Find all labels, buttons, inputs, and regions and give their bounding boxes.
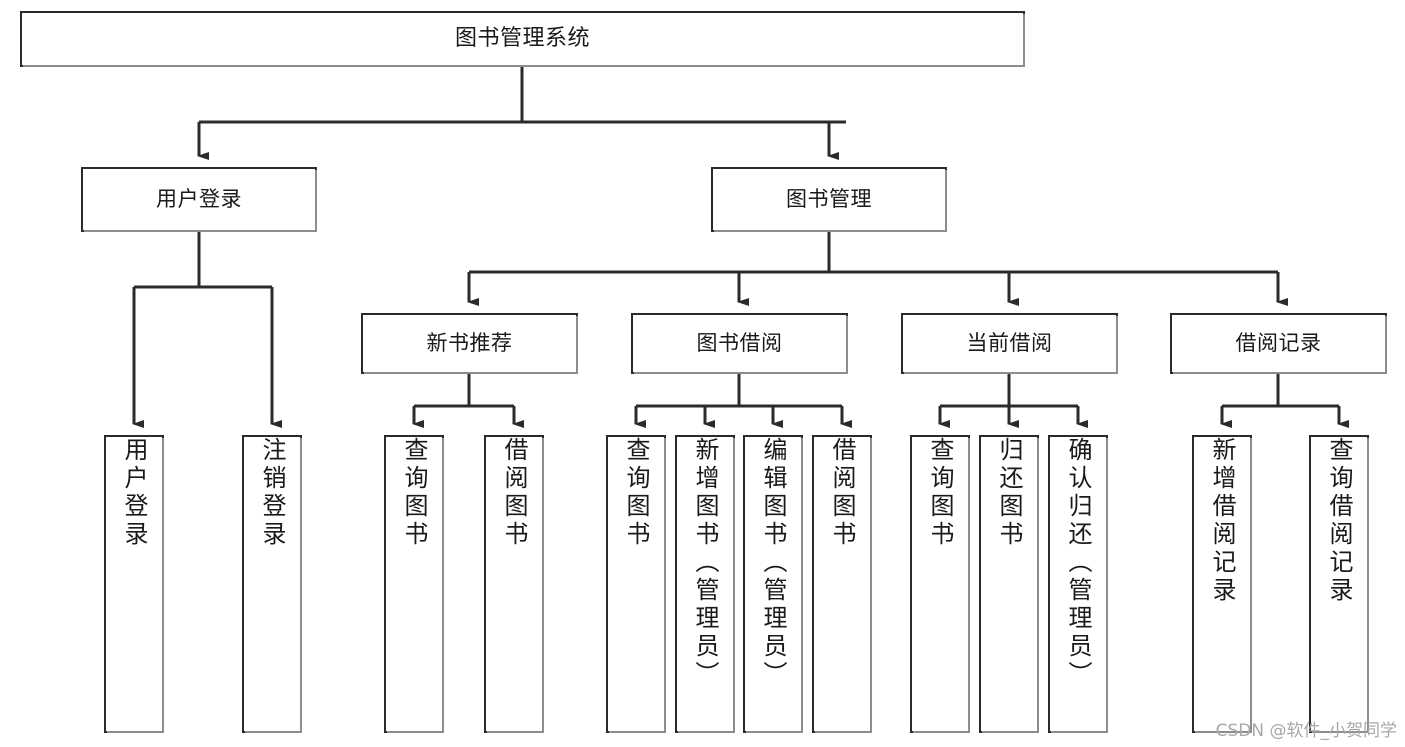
leaf-new-book-borrow[interactable]: 借阅图书 bbox=[484, 435, 544, 733]
node-book-borrow[interactable]: 图书借阅 bbox=[631, 313, 848, 374]
leaf-current-borrow-return[interactable]: 归还图书 bbox=[979, 435, 1039, 733]
node-label: 用户登录 bbox=[156, 186, 242, 211]
node-label: 确认归还（管理员） bbox=[1064, 437, 1092, 689]
node-label: 查询图书 bbox=[400, 437, 428, 549]
node-user-login[interactable]: 用户登录 bbox=[81, 167, 317, 232]
node-label: 查询图书 bbox=[622, 437, 650, 549]
node-label: 编辑图书（管理员） bbox=[759, 437, 787, 689]
node-label: 用户登录 bbox=[120, 437, 148, 549]
node-current-borrow[interactable]: 当前借阅 bbox=[901, 313, 1118, 374]
leaf-current-borrow-query[interactable]: 查询图书 bbox=[910, 435, 970, 733]
node-root-system[interactable]: 图书管理系统 bbox=[20, 11, 1025, 67]
node-label: 图书管理系统 bbox=[454, 25, 590, 51]
leaf-borrow-record-add[interactable]: 新增借阅记录 bbox=[1192, 435, 1252, 733]
node-label: 图书管理 bbox=[786, 186, 872, 211]
leaf-user-login-logout[interactable]: 注销登录 bbox=[242, 435, 302, 733]
node-label: 归还图书 bbox=[995, 437, 1023, 549]
leaf-book-borrow-edit[interactable]: 编辑图书（管理员） bbox=[743, 435, 803, 733]
node-label: 查询借阅记录 bbox=[1325, 437, 1353, 605]
leaf-user-login-login[interactable]: 用户登录 bbox=[104, 435, 164, 733]
node-label: 新增借阅记录 bbox=[1208, 437, 1236, 605]
leaf-book-borrow-query[interactable]: 查询图书 bbox=[606, 435, 666, 733]
leaf-current-borrow-confirm-return[interactable]: 确认归还（管理员） bbox=[1048, 435, 1108, 733]
node-borrow-record[interactable]: 借阅记录 bbox=[1170, 313, 1387, 374]
node-label: 当前借阅 bbox=[966, 330, 1053, 355]
leaf-new-book-query[interactable]: 查询图书 bbox=[384, 435, 444, 733]
node-label: 新增图书（管理员） bbox=[691, 437, 719, 689]
leaf-borrow-record-query[interactable]: 查询借阅记录 bbox=[1309, 435, 1369, 733]
node-book-management[interactable]: 图书管理 bbox=[711, 167, 947, 232]
node-label: 借阅记录 bbox=[1235, 330, 1322, 355]
node-label: 借阅图书 bbox=[828, 437, 856, 549]
node-label: 注销登录 bbox=[258, 437, 286, 549]
node-new-book-recommend[interactable]: 新书推荐 bbox=[361, 313, 578, 374]
node-label: 新书推荐 bbox=[426, 330, 513, 355]
node-label: 查询图书 bbox=[926, 437, 954, 549]
leaf-book-borrow-borrow[interactable]: 借阅图书 bbox=[812, 435, 872, 733]
leaf-book-borrow-add[interactable]: 新增图书（管理员） bbox=[675, 435, 735, 733]
node-label: 借阅图书 bbox=[500, 437, 528, 549]
csdn-watermark: CSDN @软件_小贺同学 bbox=[1215, 721, 1397, 741]
node-label: 图书借阅 bbox=[696, 330, 783, 355]
